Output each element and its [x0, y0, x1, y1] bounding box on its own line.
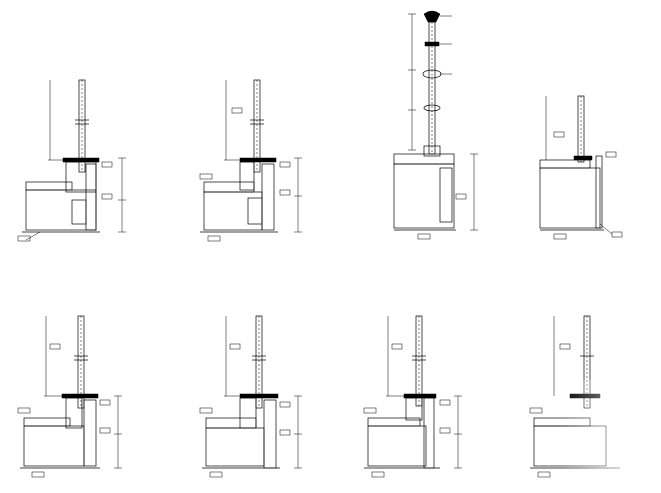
detail-4-concrete-base [539, 167, 601, 229]
detail-5-concrete-base [23, 425, 85, 467]
detail-2-stone-cladding [261, 163, 275, 231]
detail-3-finial [423, 10, 441, 23]
detail-7-concrete-base [367, 425, 427, 467]
detail-7 [363, 315, 462, 478]
detail-6 [199, 315, 302, 478]
detail-2 [199, 79, 302, 242]
detail-8 [529, 315, 661, 493]
detail-1-cladding [85, 163, 97, 231]
detail-6-stone-cladding [263, 399, 277, 469]
detail-4-paving [539, 159, 591, 169]
detail-3-concrete-block [393, 163, 455, 229]
detail-1-concrete-base [25, 189, 97, 231]
detail-3 [393, 10, 478, 240]
detail-1-slab-finish [25, 181, 73, 191]
detail-5 [17, 315, 122, 478]
detail-5-cladding [83, 399, 97, 467]
detail-6-concrete-base [205, 427, 265, 467]
detail-1 [17, 79, 126, 242]
detail-8-fade-overlay [560, 380, 661, 493]
detail-1-cap [62, 157, 100, 163]
detail-4 [539, 95, 623, 240]
